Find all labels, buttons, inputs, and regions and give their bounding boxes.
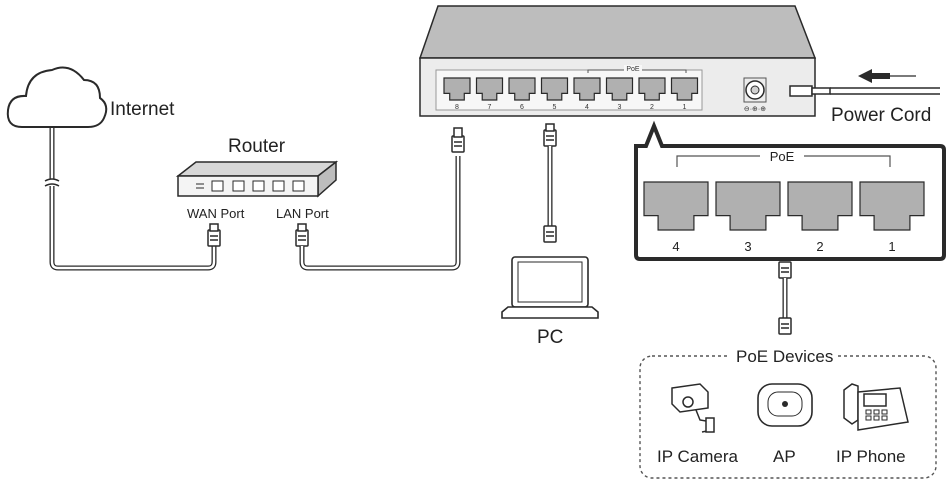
zoom-port-number: 2 [816,239,823,254]
switch-port-number: 3 [618,104,622,111]
switch-port-number: 1 [683,104,687,111]
cable-router-switch [300,156,460,270]
svg-text:⊖·⊕·⊕: ⊖·⊕·⊕ [744,106,766,113]
cable-break-mark [44,178,60,187]
zoom-port-1 [859,181,925,231]
switch-port-number: 6 [520,104,524,111]
rj45-plug-switch-8 [451,127,465,153]
switch-poe-label: PoE [626,66,640,73]
rj45-plug-poe-top [778,261,792,279]
pc-label: PC [537,327,563,348]
switch-port-7 [475,77,504,101]
ap-label: AP [773,447,796,466]
rj45-plug-poe-bottom [778,317,792,335]
zoom-port-3 [715,181,781,231]
poe-devices-group [639,346,937,479]
router-label: Router [228,136,286,157]
zoom-port-number: 1 [888,239,895,254]
switch-port-number: 4 [585,104,589,111]
zoom-port-4 [643,181,709,231]
zoom-port-2 [787,181,853,231]
cable-internet-wan [49,128,217,271]
arrow-left-icon [858,69,916,83]
rj45-plug-pc [543,225,557,243]
ip-camera-label: IP Camera [657,447,738,466]
zoom-port-number: 3 [744,239,751,254]
poe-devices-label: PoE Devices [736,347,833,366]
switch-port-number: 8 [455,104,459,111]
rj45-plug-wan [207,223,221,247]
lan-port-label: LAN Port [276,206,329,221]
switch-port-number: 2 [650,104,654,111]
ip-camera-icon [671,383,715,433]
zoom-poe-label: PoE [770,149,795,164]
cloud-icon [6,66,108,128]
rj45-plug-switch-5 [543,123,557,147]
laptop-icon [501,256,599,319]
access-point-icon [757,383,813,427]
power-cord-label: Power Cord [831,105,931,126]
switch-port-6 [508,77,536,101]
switch-port-number: 7 [488,104,492,111]
rj45-plug-lan [295,223,309,247]
switch-port-5 [540,77,569,101]
zoom-port-number: 4 [672,239,679,254]
switch-port-2 [638,77,666,101]
ip-phone-icon [843,383,909,431]
internet-label: Internet [110,99,175,120]
switch-port-8 [443,77,471,101]
ip-phone-label: IP Phone [836,447,906,466]
switch-port-4 [573,77,601,101]
wan-port-label: WAN Port [187,206,245,221]
switch-port-number: 5 [553,104,557,111]
switch-port-1 [670,77,699,101]
switch-port-3 [605,77,634,101]
power-cord [789,85,940,97]
router-icon [175,160,339,198]
